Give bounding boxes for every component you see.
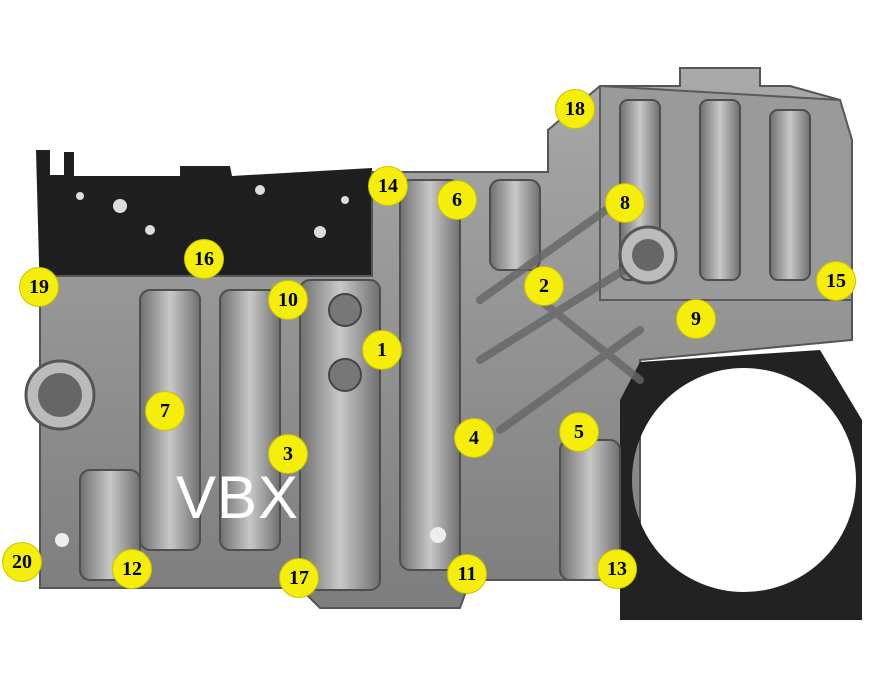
gasket-ring (620, 350, 862, 620)
marker-15: 15 (816, 261, 856, 301)
marker-18: 18 (555, 89, 595, 129)
marker-1: 1 (362, 330, 402, 370)
watermark-text: VBX (176, 464, 300, 531)
marker-13: 13 (597, 549, 637, 589)
marker-10: 10 (268, 280, 308, 320)
marker-14: 14 (368, 166, 408, 206)
marker-11: 11 (447, 554, 487, 594)
marker-12: 12 (112, 549, 152, 589)
marker-8: 8 (605, 183, 645, 223)
separator-plate (36, 150, 372, 300)
marker-16: 16 (184, 239, 224, 279)
marker-7: 7 (145, 391, 185, 431)
marker-9: 9 (676, 299, 716, 339)
marker-19: 19 (19, 267, 59, 307)
marker-3: 3 (268, 434, 308, 474)
marker-17: 17 (279, 558, 319, 598)
marker-4: 4 (454, 418, 494, 458)
marker-20: 20 (2, 542, 42, 582)
marker-2: 2 (524, 266, 564, 306)
plugs (24, 225, 678, 547)
valve-bores (79, 99, 811, 591)
marker-5: 5 (559, 412, 599, 452)
marker-6: 6 (437, 180, 477, 220)
